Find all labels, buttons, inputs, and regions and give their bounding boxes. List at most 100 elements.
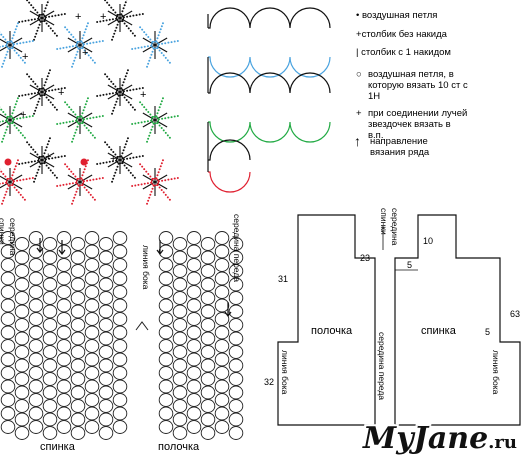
chain-dot	[86, 42, 89, 45]
chain-dot	[17, 54, 20, 57]
chain-dot	[21, 59, 24, 62]
stitch-loop	[14, 412, 30, 427]
plus-sign: +	[100, 11, 106, 23]
chain-dot	[164, 56, 167, 59]
stitch-loop	[228, 399, 244, 413]
chain-dot	[37, 100, 40, 103]
chain-dot	[64, 163, 67, 166]
center-ring	[5, 177, 15, 187]
chain-dot	[65, 183, 68, 186]
stitch-loop	[0, 285, 16, 299]
star-ray	[142, 44, 156, 53]
stitch-loop	[28, 352, 44, 367]
chain-dot	[173, 115, 176, 118]
chain-dot	[91, 196, 94, 199]
star-ray	[107, 91, 121, 100]
stitch-loop	[0, 298, 16, 313]
chain-dot	[167, 116, 170, 119]
chain-dot	[56, 185, 59, 188]
star-motif	[131, 97, 179, 143]
dim-31: 31	[278, 274, 289, 284]
chain-dot	[162, 191, 165, 194]
chain-dot	[111, 92, 114, 95]
star-ray	[29, 159, 43, 168]
star-ray	[107, 17, 121, 26]
chain-dot	[68, 182, 71, 185]
stitch-loop	[172, 304, 188, 319]
chain-dot	[101, 39, 104, 42]
stitch-loop	[84, 406, 100, 421]
chain-dot	[84, 103, 87, 106]
chain-dot	[126, 157, 129, 160]
stitch-loop	[56, 244, 72, 259]
chain-dot	[138, 87, 141, 90]
chain-dot	[101, 176, 104, 179]
chain-dot	[160, 25, 163, 28]
chain-dot	[129, 157, 132, 160]
stitch-loop	[186, 339, 202, 353]
star-ray	[67, 174, 81, 183]
chain-dot	[147, 173, 150, 176]
legend-item-dc: | столбик с 1 накидом	[356, 47, 516, 58]
chain-dot	[140, 183, 143, 186]
chain-dot	[89, 193, 92, 196]
chain-dot	[98, 177, 101, 180]
chain-dot	[54, 14, 57, 17]
chain-dot	[98, 115, 101, 118]
chain-dot	[81, 112, 84, 115]
chain-dot	[43, 84, 46, 87]
stitch-loop	[112, 339, 128, 353]
chain-dot	[116, 165, 119, 168]
star-ray	[154, 119, 168, 128]
star-ray	[119, 159, 133, 168]
chain-dot	[34, 83, 37, 86]
chain-dot	[141, 28, 144, 31]
chain-dot	[124, 143, 127, 146]
chain-dot	[86, 97, 89, 100]
chain-dot	[54, 88, 57, 91]
stitch-loop	[112, 244, 128, 259]
chain-dot	[55, 34, 58, 37]
chain-dot	[11, 112, 14, 115]
chain-dot	[149, 56, 152, 59]
chain-dot	[115, 168, 118, 171]
stitch-loop	[172, 318, 188, 332]
chain-dot	[16, 22, 19, 25]
chain-dot	[151, 125, 154, 128]
row-arc	[208, 121, 331, 143]
chain-dot	[104, 73, 107, 76]
star-motif	[56, 159, 104, 205]
chain-dot	[96, 95, 99, 98]
chain-dot	[135, 14, 138, 17]
chain-dot	[121, 10, 124, 13]
chain-dot	[112, 83, 115, 86]
chain-dot	[6, 125, 9, 128]
stitch-loop	[70, 250, 86, 265]
stitch-loop	[28, 379, 44, 394]
chain-dot	[71, 182, 74, 185]
chain-dot	[139, 26, 142, 29]
chain-dot	[139, 163, 142, 166]
chain-dot	[99, 94, 102, 97]
chain-dot	[162, 129, 165, 132]
chain-dot	[4, 38, 7, 41]
chain-dot	[49, 101, 52, 104]
row-arc	[208, 56, 331, 78]
stitch-loop	[0, 339, 16, 353]
stitch-loop	[200, 412, 216, 427]
pattern-label-side-left: линия бока	[280, 350, 290, 395]
star-ray	[0, 119, 11, 127]
chain-dot	[157, 109, 160, 112]
legend-item-join: +при соединении лучей звездочек вязать в…	[356, 108, 468, 141]
stitch-loop	[200, 331, 216, 346]
stitch-loop	[70, 304, 86, 319]
stitch-loop	[158, 379, 174, 394]
stitch-loop	[158, 352, 174, 367]
stitch-loop	[84, 231, 100, 245]
stitch-loop	[214, 339, 230, 353]
stitch-loop	[0, 406, 16, 421]
stitch-loop	[70, 318, 86, 332]
stitch-loop	[98, 426, 114, 440]
chain-dot	[34, 35, 37, 38]
chain-dot	[71, 45, 74, 48]
